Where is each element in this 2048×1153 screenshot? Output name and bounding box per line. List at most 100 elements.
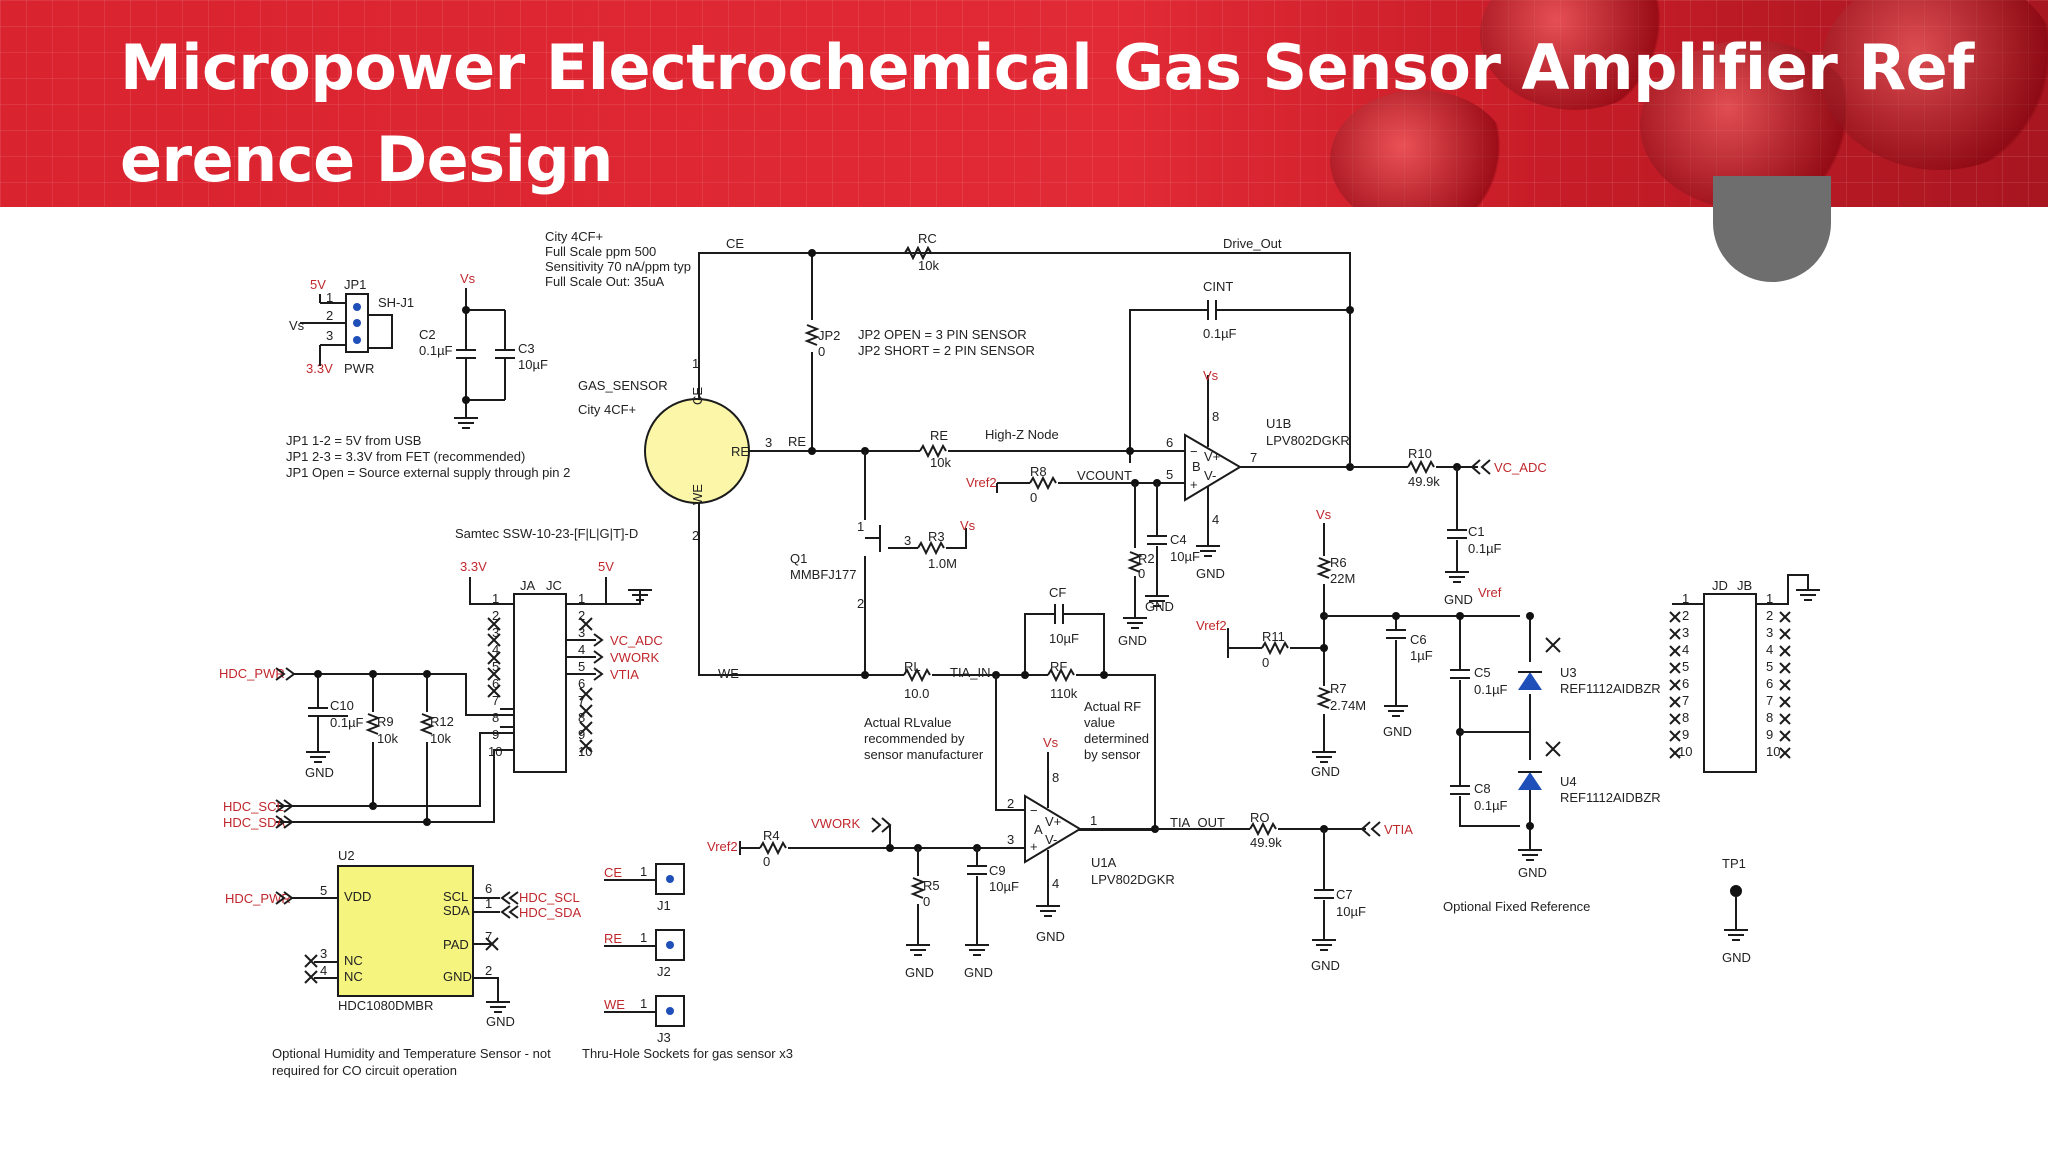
svg-text:Actual RF: Actual RF bbox=[1084, 699, 1141, 714]
optional-fixed-reference: C5 0.1µF C8 0.1µF U3 REF1112AIDBZR U4 RE… bbox=[1443, 612, 1661, 914]
svg-text:7: 7 bbox=[1250, 450, 1257, 465]
svg-text:MMBFJ177: MMBFJ177 bbox=[790, 567, 856, 582]
svg-text:HDC_SDA: HDC_SDA bbox=[223, 815, 285, 830]
svg-text:GND: GND bbox=[1722, 950, 1751, 965]
svg-text:LPV802DGKR: LPV802DGKR bbox=[1266, 433, 1350, 448]
svg-text:City 4CF+: City 4CF+ bbox=[578, 402, 636, 417]
svg-text:Optional Fixed Reference: Optional Fixed Reference bbox=[1443, 899, 1590, 914]
svg-text:RC: RC bbox=[918, 231, 937, 246]
svg-text:1: 1 bbox=[1090, 813, 1097, 828]
svg-text:VWORK: VWORK bbox=[811, 816, 860, 831]
svg-text:3: 3 bbox=[578, 625, 585, 640]
svg-text:7: 7 bbox=[578, 693, 585, 708]
svg-text:Q1: Q1 bbox=[790, 551, 807, 566]
svg-text:2: 2 bbox=[326, 308, 333, 323]
tia-input-network: WE RL 10.0 TIA_IN RF 110k CF 10µF Actual… bbox=[698, 503, 1156, 831]
svg-text:VWORK: VWORK bbox=[610, 650, 659, 665]
schematic-diagram: City 4CF+ Full Scale ppm 500 Sensitivity… bbox=[219, 229, 1820, 1078]
svg-text:GND: GND bbox=[1311, 764, 1340, 779]
svg-text:TP1: TP1 bbox=[1722, 856, 1746, 871]
svg-text:2.74M: 2.74M bbox=[1330, 698, 1366, 713]
svg-text:V-: V- bbox=[1045, 832, 1057, 847]
svg-text:C5: C5 bbox=[1474, 665, 1491, 680]
svg-text:1: 1 bbox=[857, 519, 864, 534]
svg-text:+: + bbox=[1190, 477, 1198, 492]
svg-text:R6: R6 bbox=[1330, 555, 1347, 570]
svg-text:SCL: SCL bbox=[443, 889, 468, 904]
svg-text:PAD: PAD bbox=[443, 937, 469, 952]
svg-text:GND: GND bbox=[1118, 633, 1147, 648]
svg-text:Sensitivity 70 nA/ppm typ: Sensitivity 70 nA/ppm typ bbox=[545, 259, 691, 274]
svg-text:GND: GND bbox=[1145, 599, 1174, 614]
svg-text:Vs: Vs bbox=[1203, 368, 1219, 383]
svg-text:8: 8 bbox=[1052, 770, 1059, 785]
svg-text:22M: 22M bbox=[1330, 571, 1355, 586]
samtec-header-left: Samtec SSW-10-23-[F|L|G|T]-D JA JC 3.3V … bbox=[455, 526, 663, 773]
u2-hdc1080: U2 VDD NC NC SCL SDA PAD GND HDC_PWR 5 3… bbox=[225, 848, 581, 1078]
svg-text:HDC_SDA: HDC_SDA bbox=[519, 905, 581, 920]
u1a-opamp: − + A V+ V- 2 3 1 8 4 Vs GND U1A LPV802D… bbox=[1007, 735, 1175, 944]
svg-text:JP2 OPEN = 3 PIN SENSOR: JP2 OPEN = 3 PIN SENSOR bbox=[858, 327, 1027, 342]
svg-text:sensor manufacturer: sensor manufacturer bbox=[864, 747, 984, 762]
svg-text:VTIA: VTIA bbox=[610, 667, 639, 682]
svg-text:WE: WE bbox=[604, 997, 625, 1012]
svg-text:−: − bbox=[1030, 803, 1038, 818]
svg-text:RO: RO bbox=[1250, 810, 1270, 825]
svg-text:Vref2: Vref2 bbox=[966, 475, 997, 490]
svg-text:0.1µF: 0.1µF bbox=[1203, 326, 1237, 341]
svg-text:1: 1 bbox=[1682, 591, 1689, 606]
c2-c3-decoupling: Vs C2 0.1µF C3 10µF bbox=[419, 271, 548, 429]
svg-text:SDA: SDA bbox=[443, 903, 470, 918]
svg-text:JC: JC bbox=[546, 578, 562, 593]
svg-text:VDD: VDD bbox=[344, 889, 371, 904]
svg-text:RL: RL bbox=[904, 659, 921, 674]
svg-text:JB: JB bbox=[1737, 578, 1752, 593]
svg-text:value: value bbox=[1084, 715, 1115, 730]
svg-text:Full Scale ppm 500: Full Scale ppm 500 bbox=[545, 244, 656, 259]
svg-text:3: 3 bbox=[1766, 625, 1773, 640]
q1-jfet: 1 2 3 Q1 MMBFJ177 R3 1.0M Vs bbox=[790, 451, 976, 675]
svg-text:2: 2 bbox=[1766, 608, 1773, 623]
svg-text:U2: U2 bbox=[338, 848, 355, 863]
svg-text:Full Scale Out: 35uA: Full Scale Out: 35uA bbox=[545, 274, 665, 289]
svg-text:4: 4 bbox=[1766, 642, 1773, 657]
svg-text:CF: CF bbox=[1049, 585, 1066, 600]
svg-text:10k: 10k bbox=[930, 455, 951, 470]
svg-text:7: 7 bbox=[485, 929, 492, 944]
svg-text:U3: U3 bbox=[1560, 665, 1577, 680]
svg-text:49.9k: 49.9k bbox=[1408, 474, 1440, 489]
svg-text:10: 10 bbox=[1678, 744, 1692, 759]
sensor-notes: City 4CF+ Full Scale ppm 500 Sensitivity… bbox=[545, 229, 691, 289]
svg-text:REF1112AIDBZR: REF1112AIDBZR bbox=[1560, 681, 1661, 696]
svg-text:3: 3 bbox=[320, 946, 327, 961]
svg-text:4: 4 bbox=[492, 642, 499, 657]
svg-text:1: 1 bbox=[492, 591, 499, 606]
svg-text:C8: C8 bbox=[1474, 781, 1491, 796]
svg-text:GND: GND bbox=[1518, 865, 1547, 880]
svg-text:6: 6 bbox=[578, 676, 585, 691]
svg-text:JA: JA bbox=[520, 578, 536, 593]
svg-text:2: 2 bbox=[485, 963, 492, 978]
svg-text:J3: J3 bbox=[657, 1030, 671, 1045]
svg-text:1: 1 bbox=[326, 290, 333, 305]
svg-text:1: 1 bbox=[578, 591, 585, 606]
svg-text:8: 8 bbox=[1212, 409, 1219, 424]
svg-text:JP1 2-3 = 3.3V from FET (recom: JP1 2-3 = 3.3V from FET (recommended) bbox=[286, 449, 525, 464]
svg-text:Thru-Hole Sockets for gas sens: Thru-Hole Sockets for gas sensor x3 bbox=[582, 1046, 793, 1061]
svg-text:C1: C1 bbox=[1468, 524, 1485, 539]
svg-text:GND: GND bbox=[486, 1014, 515, 1029]
svg-text:required for CO circuit operat: required for CO circuit operation bbox=[272, 1063, 457, 1078]
svg-text:C7: C7 bbox=[1336, 887, 1353, 902]
svg-text:5: 5 bbox=[1766, 659, 1773, 674]
svg-text:10µF: 10µF bbox=[1049, 631, 1079, 646]
slide-title: Micropower Electrochemical Gas Sensor Am… bbox=[120, 31, 1974, 196]
svg-text:0.1µF: 0.1µF bbox=[1474, 798, 1508, 813]
svg-text:0.1µF: 0.1µF bbox=[330, 715, 364, 730]
svg-text:C4: C4 bbox=[1170, 532, 1187, 547]
svg-text:10µF: 10µF bbox=[518, 357, 548, 372]
svg-text:0: 0 bbox=[763, 854, 770, 869]
svg-text:GND: GND bbox=[964, 965, 993, 980]
svg-text:R4: R4 bbox=[763, 828, 780, 843]
svg-text:10: 10 bbox=[1766, 744, 1780, 759]
svg-text:J1: J1 bbox=[657, 898, 671, 913]
